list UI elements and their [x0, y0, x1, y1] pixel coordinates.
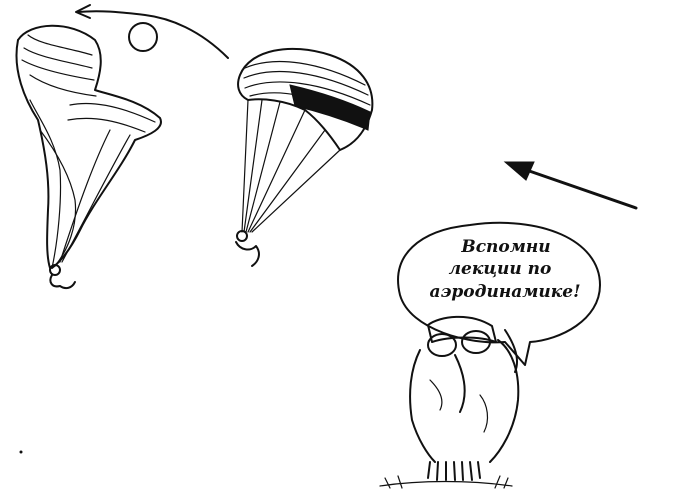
inflated-paraglider-icon [235, 47, 374, 267]
ink-speck [19, 450, 23, 454]
straight-arrow-icon [503, 161, 638, 210]
speech-line-1: Вспомни [460, 237, 550, 257]
bird-with-goggles-icon [379, 315, 520, 489]
collapsed-paraglider-icon [15, 24, 162, 290]
speech-bubble: Вспомни лекции по аэродинамике! [397, 221, 601, 366]
curved-arrow-icon [75, 4, 229, 59]
speech-line-2: лекции по [449, 259, 552, 279]
speech-line-3: аэродинамике! [429, 282, 580, 302]
